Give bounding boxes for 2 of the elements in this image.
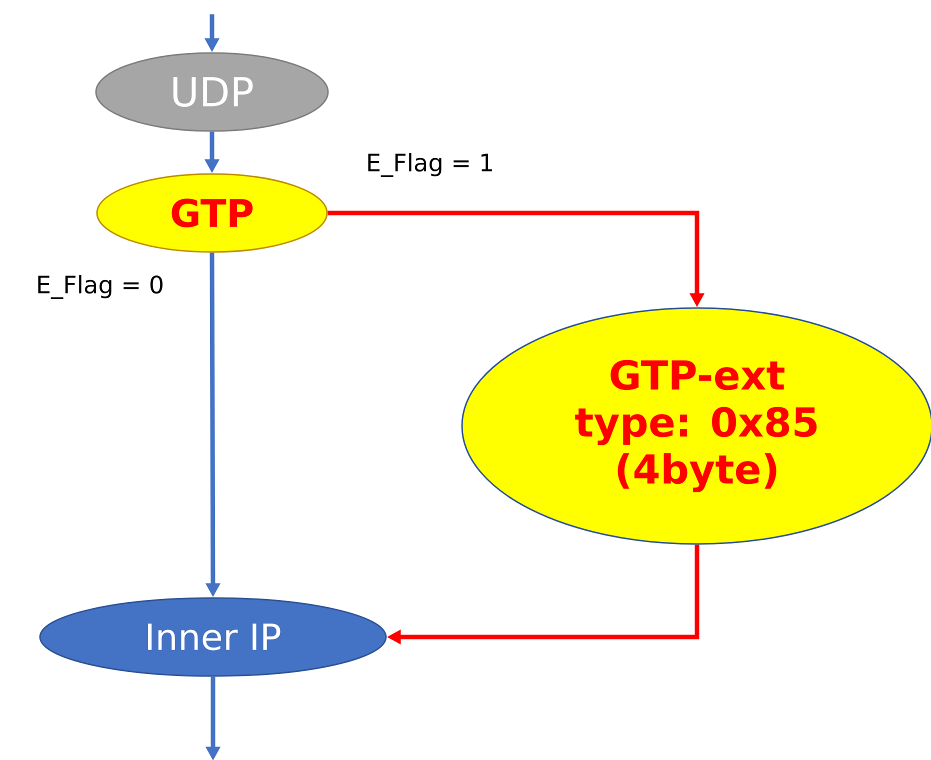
edge-label: E_Flag = 0 (34, 273, 166, 301)
edge-label: E_Flag = 1 (364, 151, 496, 179)
